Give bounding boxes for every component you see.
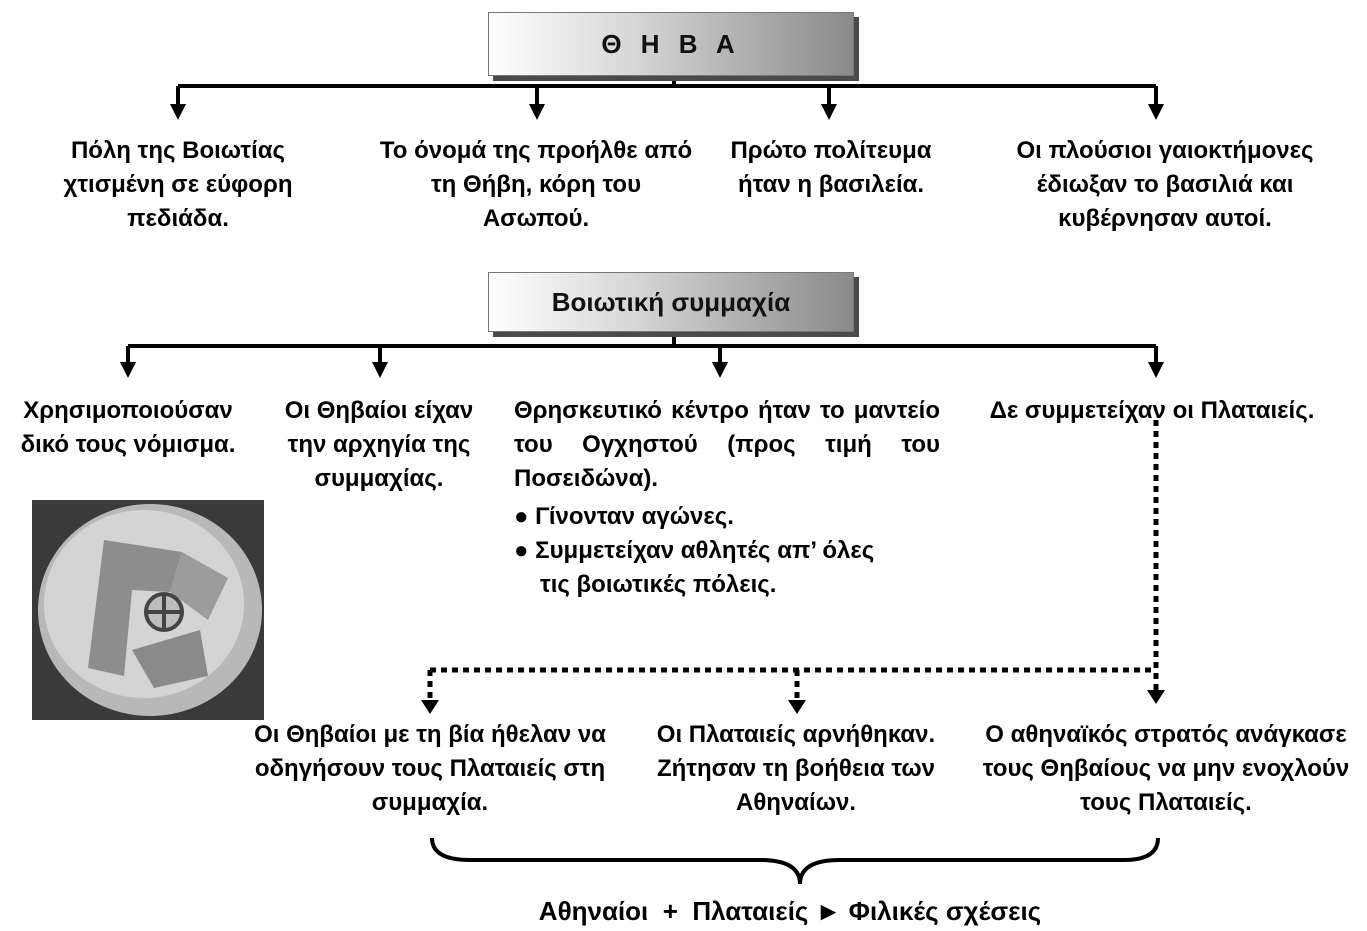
conclusion-text: Αθηναίοι + Πλαταιείς ► Φιλικές σχέσεις	[460, 894, 1120, 928]
league-title-box: Βοιωτική συμμαχία	[488, 272, 854, 332]
league-fact-3: Θρησκευτικό κέντρο ήταν το μαντείο του Ο…	[514, 394, 940, 496]
league-bullet-3: τις βοιωτικές πόλεις.	[540, 568, 940, 602]
arrowhead-right	[1147, 690, 1165, 704]
plataea-event-3: Ο αθηναϊκός στρατός ανάγκασε τους Θηβαίο…	[978, 718, 1354, 820]
thebes-fact-1: Πόλη της Βοιωτίας χτισμένη σε εύφορη πεδ…	[40, 134, 316, 236]
curly-brace	[432, 838, 1158, 884]
league-bullet-1: ● Γίνονταν αγώνες.	[514, 500, 934, 534]
coin-image	[32, 500, 264, 720]
plataea-event-2: Οι Πλαταιείς αρνήθηκαν. Ζήτησαν τη βοήθε…	[636, 718, 956, 820]
thebes-fact-2: Το όνομά της προήλθε από τη Θήβη, κόρη τ…	[376, 134, 696, 236]
thebes-title-box: Θ Η Β Α	[488, 12, 854, 76]
arrowhead-left	[421, 700, 439, 714]
arrowhead-middle	[788, 700, 806, 714]
thebes-fact-3: Πρώτο πολίτευμα ήταν η βασιλεία.	[704, 134, 958, 202]
league-bullet-2: ● Συμμετείχαν αθλητές απ’ όλες	[514, 534, 934, 568]
league-fact-4: Δε συμμετείχαν οι Πλαταιείς.	[966, 394, 1338, 428]
thebes-fact-4: Οι πλούσιοι γαιοκτήμονες έδιωξαν το βασι…	[990, 134, 1340, 236]
league-fact-1: Χρησιμοποιούσαν δικό τους νόμισμα.	[4, 394, 252, 462]
league-fact-2: Οι Θηβαίοι είχαν την αρχηγία της συμμαχί…	[266, 394, 492, 496]
plataea-event-1: Οι Θηβαίοι με τη βία ήθελαν να οδηγήσουν…	[254, 718, 606, 820]
